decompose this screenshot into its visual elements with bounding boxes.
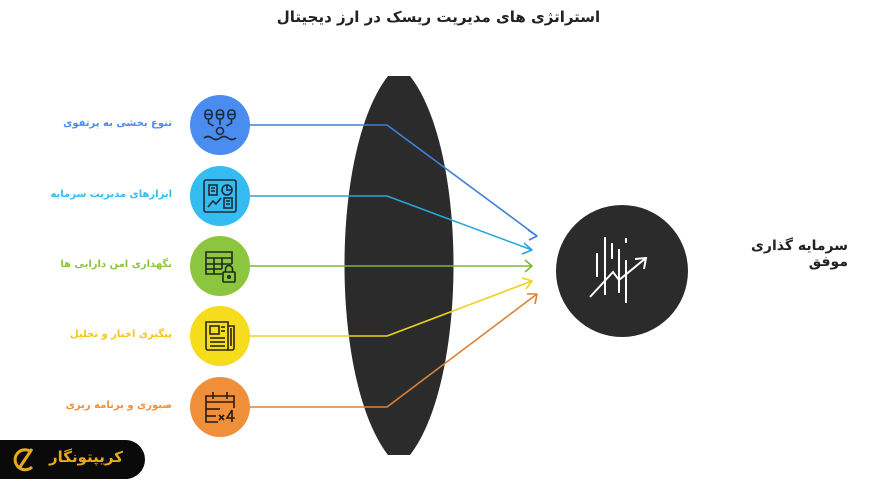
target-node bbox=[556, 205, 688, 337]
strategy-node-2 bbox=[190, 166, 250, 226]
portfolio-diversification-icon bbox=[203, 109, 237, 141]
strategy-node-3 bbox=[190, 236, 250, 296]
connector-line-4 bbox=[250, 280, 533, 337]
diagram-title: استراتژی های مدیریت ریسک در ارز دیجیتال bbox=[276, 8, 601, 26]
growth-chart-icon bbox=[589, 237, 648, 303]
newspaper-icon bbox=[205, 321, 235, 351]
strategy-node-1 bbox=[190, 95, 250, 155]
strategy-node-4 bbox=[190, 306, 250, 366]
brand-name: کریپتونگار bbox=[49, 448, 123, 466]
calendar-plan-icon bbox=[205, 392, 235, 423]
secure-table-lock-icon bbox=[205, 251, 236, 283]
strategy-label-3: نگهداری امن دارایی ها bbox=[60, 259, 172, 270]
strategy-label-1: تنوع بخشی به پرتفوی bbox=[63, 118, 172, 129]
strategy-label-2: ابزارهای مدیریت سرمایه bbox=[50, 189, 172, 200]
crypto-pen-logo-icon bbox=[13, 448, 34, 472]
strategy-label-4: پیگیری اخبار و تحلیل bbox=[69, 329, 172, 340]
strategy-label-5: صبوری و برنامه ریزی bbox=[65, 400, 172, 411]
strategy-node-5 bbox=[190, 377, 250, 437]
connector-line-2 bbox=[250, 195, 533, 251]
brand-logo[interactable]: کریپتونگار bbox=[0, 440, 145, 479]
connector-line-5 bbox=[250, 293, 538, 408]
connector-line-1 bbox=[250, 124, 538, 237]
dashboard-tools-icon bbox=[203, 179, 237, 213]
target-label: سرمایه گذاری موفق bbox=[751, 238, 848, 270]
